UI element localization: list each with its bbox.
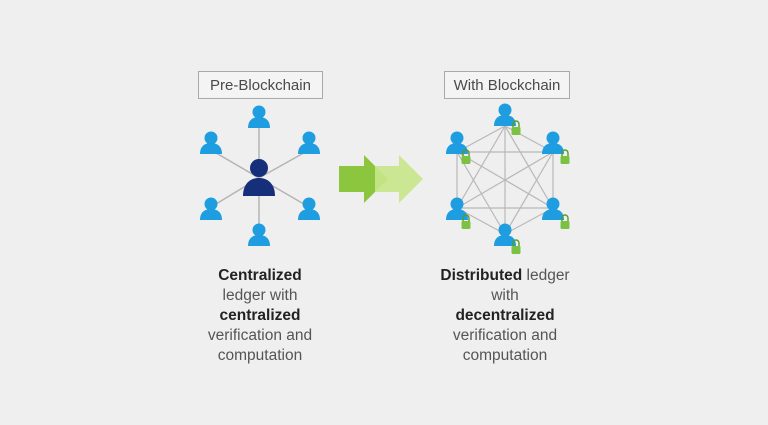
caption-line: computation xyxy=(217,347,303,364)
user-icon xyxy=(200,197,222,220)
transition-arrow-icon xyxy=(339,155,423,203)
caption-line: Distributed ledger xyxy=(430,266,580,286)
user-icon xyxy=(248,105,270,128)
distributed-caption: Distributed ledger with decentralized ve… xyxy=(430,266,580,366)
pre-blockchain-label: Pre-Blockchain xyxy=(198,71,323,99)
caption-line: Centralized xyxy=(218,267,302,284)
lock-icon xyxy=(559,149,571,165)
user-icon xyxy=(298,131,320,154)
caption-rest: ledger xyxy=(522,267,570,284)
central-user-icon xyxy=(243,159,275,196)
caption-line: centralized xyxy=(219,307,301,324)
lock-icon xyxy=(559,214,571,230)
caption-line: verification and xyxy=(452,327,558,344)
user-icon xyxy=(200,131,222,154)
user-icon xyxy=(248,223,270,246)
caption-line: verification and xyxy=(207,327,313,344)
centralized-caption: Centralized ledger with centralized veri… xyxy=(190,266,330,366)
caption-line: with xyxy=(491,287,519,304)
lock-icon xyxy=(510,120,522,136)
caption-bold-word: Distributed xyxy=(440,267,523,284)
user-icon xyxy=(298,197,320,220)
user-icon xyxy=(542,131,564,154)
caption-line: decentralized xyxy=(455,307,555,324)
user-icon xyxy=(542,197,564,220)
lock-icon xyxy=(510,239,522,255)
distributed-network xyxy=(456,125,554,235)
caption-line: ledger with xyxy=(222,287,298,304)
user-icon xyxy=(446,197,468,220)
caption-line: computation xyxy=(462,347,548,364)
with-blockchain-label: With Blockchain xyxy=(444,71,570,99)
